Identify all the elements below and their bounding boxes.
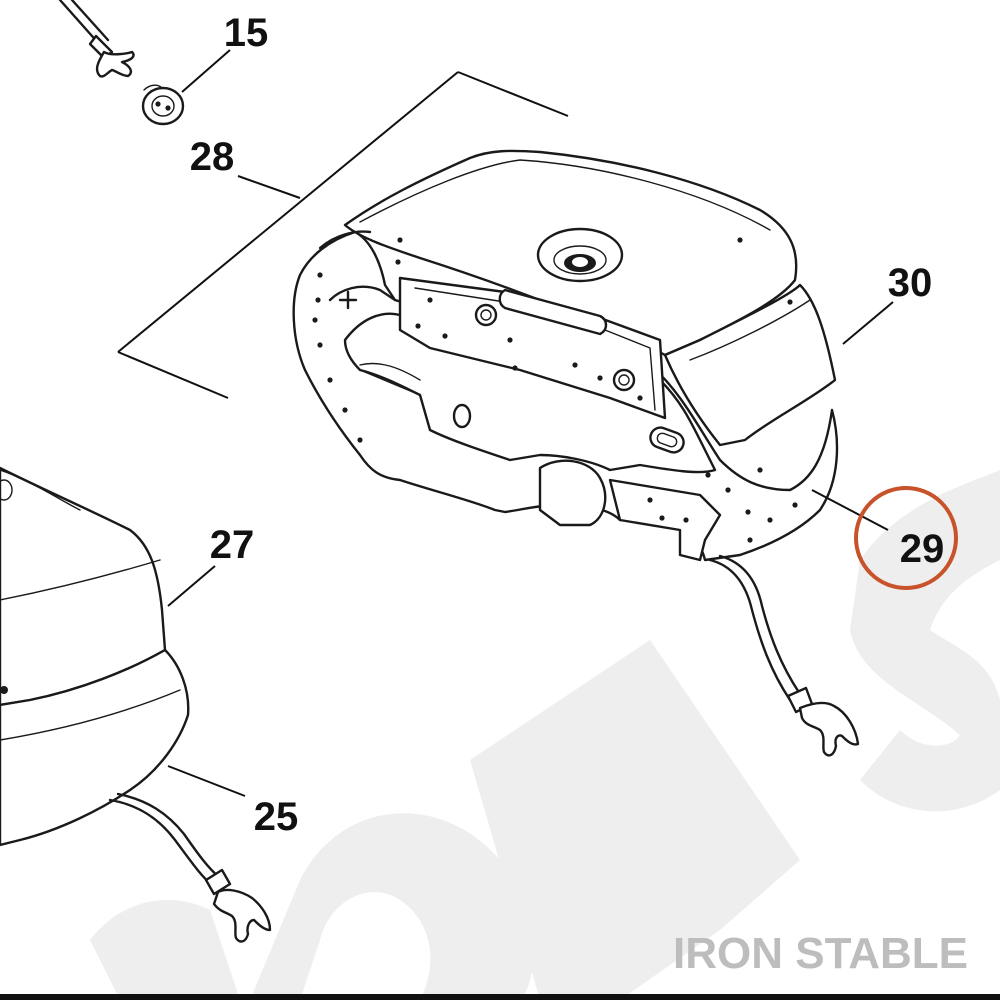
tour-pack-assembly-30: [292, 149, 839, 562]
grommet-15: [141, 84, 185, 126]
callout-25: 25: [254, 795, 299, 839]
leader-30: [842, 301, 894, 345]
leader-28: [237, 175, 301, 199]
callouts: 15 28 30 27 29 25: [190, 11, 945, 839]
wire-harness-29: [708, 554, 860, 757]
watermark: [90, 470, 1000, 1000]
bottom-border: [0, 994, 1000, 1000]
callout-15: 15: [224, 11, 269, 55]
callout-27: 27: [210, 523, 255, 567]
tour-pack-base-25: [0, 648, 190, 847]
callout-29: 29: [900, 527, 945, 571]
brand-label: IRON STABLE: [673, 929, 968, 978]
leader-25: [167, 765, 246, 797]
leader-27: [167, 565, 216, 607]
wire-harness-25: [108, 792, 272, 943]
callout-28: 28: [190, 135, 235, 179]
wire-terminal-15: [58, 0, 135, 78]
lock-icon: [536, 227, 624, 283]
assembly-bracket-28: [117, 71, 569, 399]
leader-15: [181, 49, 231, 93]
highlight-circle: [854, 486, 958, 590]
leader-29: [811, 489, 889, 531]
callout-30: 30: [888, 261, 933, 305]
leader-lines: [167, 49, 894, 797]
